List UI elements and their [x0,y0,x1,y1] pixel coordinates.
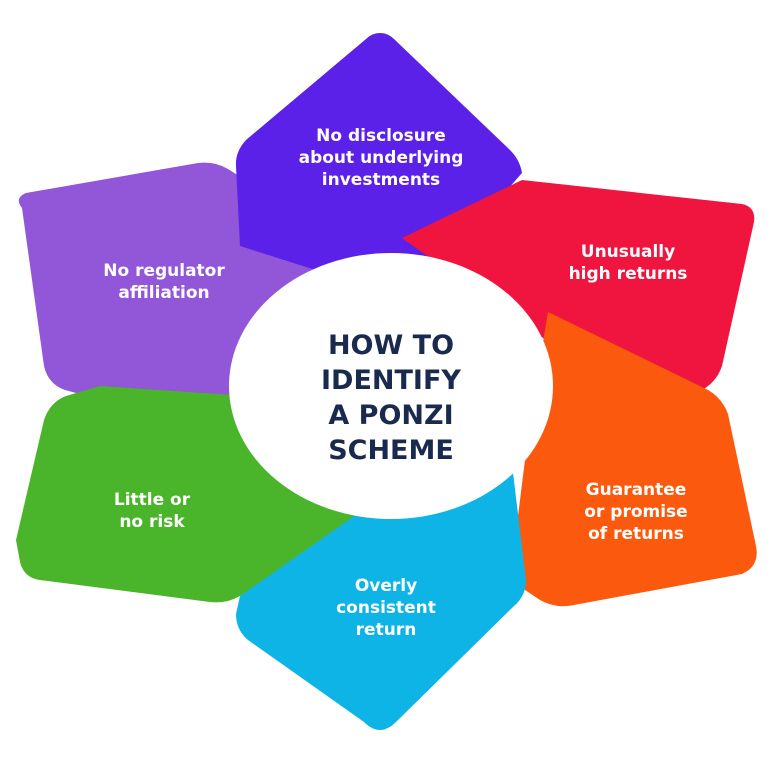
label-guarantee: Guarantee or promise of returns [584,480,688,544]
label-regulator: No regulator affiliation [103,261,225,303]
label-risk: Little or no risk [113,490,191,532]
label-returns: Unusually high returns [568,242,688,284]
center-title: HOW TO IDENTIFY A PONZI SCHEME [321,330,461,466]
label-disclosure: No disclosure about underlying investmen… [298,126,464,190]
petal-guarantee [510,312,757,607]
petal-consistent [236,448,526,730]
label-consistent: Overly consistent return [336,576,436,640]
petal-returns [402,180,755,398]
center-circle [229,253,553,519]
